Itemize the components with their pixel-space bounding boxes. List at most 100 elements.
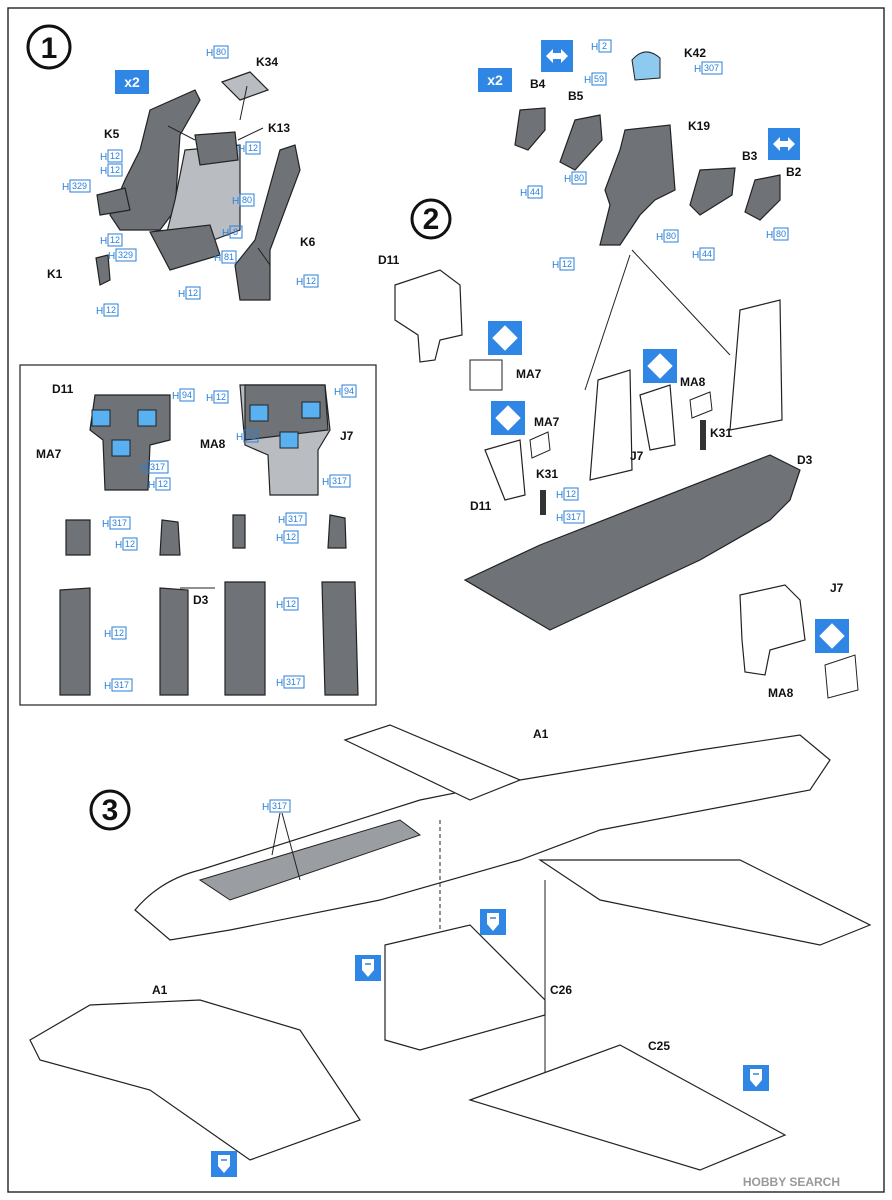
svg-text:H: H bbox=[322, 477, 329, 488]
instrument-blue-5 bbox=[301, 401, 321, 419]
svg-text:2: 2 bbox=[602, 41, 607, 51]
arm-b2 bbox=[744, 174, 781, 221]
svg-text:317: 317 bbox=[112, 518, 127, 528]
glue-icon-2 bbox=[354, 954, 382, 982]
instrument-blue-3 bbox=[111, 439, 131, 457]
label-ma8-mid: MA8 bbox=[680, 375, 706, 389]
svg-text:H: H bbox=[334, 387, 341, 398]
svg-text:H: H bbox=[108, 251, 115, 262]
label-ma7-mid: MA7 bbox=[534, 415, 560, 429]
svg-text:H: H bbox=[766, 230, 773, 241]
svg-text:94: 94 bbox=[344, 386, 354, 396]
decal-icon-ma8-mid bbox=[643, 349, 677, 383]
glue-icon-1 bbox=[479, 908, 507, 936]
label-k1: K1 bbox=[47, 267, 63, 281]
panel-j7-mid bbox=[639, 384, 676, 451]
leader-k5 bbox=[167, 125, 196, 141]
svg-text:94: 94 bbox=[182, 390, 192, 400]
canopy-sill bbox=[198, 819, 422, 901]
label-k6: K6 bbox=[300, 235, 316, 249]
label-b5: B5 bbox=[568, 89, 584, 103]
svg-text:12: 12 bbox=[306, 276, 316, 286]
seat-front bbox=[589, 369, 633, 481]
step-2-circle bbox=[410, 198, 452, 240]
console-right-2 bbox=[321, 581, 359, 696]
instrument-blue-2 bbox=[137, 409, 157, 427]
svg-text:H: H bbox=[206, 393, 213, 404]
arrow-to-front-seat bbox=[584, 254, 631, 391]
svg-text:12: 12 bbox=[248, 143, 258, 153]
inset-label-d3: D3 bbox=[193, 593, 209, 607]
multiplier-badge-1 bbox=[115, 70, 149, 94]
svg-text:12: 12 bbox=[188, 288, 198, 298]
svg-text:12: 12 bbox=[566, 489, 576, 499]
page-border bbox=[7, 7, 885, 1193]
seat-base bbox=[149, 224, 221, 271]
panel-d11-top bbox=[394, 269, 463, 363]
svg-text:H: H bbox=[276, 678, 283, 689]
svg-text:H: H bbox=[276, 533, 283, 544]
step-1-number: 1 bbox=[41, 32, 58, 65]
multiplier-badge-2 bbox=[478, 68, 512, 92]
small-panel-2 bbox=[159, 519, 181, 556]
label-k31-front: K31 bbox=[536, 467, 558, 481]
fuselage-a1 bbox=[134, 734, 831, 941]
svg-text:317: 317 bbox=[566, 512, 581, 522]
part-k1 bbox=[95, 254, 111, 286]
label-k34: K34 bbox=[256, 55, 278, 69]
svg-text:H: H bbox=[102, 519, 109, 530]
label-c25: C25 bbox=[648, 1039, 670, 1053]
svg-text:12: 12 bbox=[286, 532, 296, 542]
multiplier-label-1: x2 bbox=[124, 74, 140, 90]
svg-text:12: 12 bbox=[110, 165, 120, 175]
label-a1-main: A1 bbox=[533, 727, 549, 741]
svg-text:307: 307 bbox=[704, 63, 719, 73]
fuselage-detail-a1 bbox=[29, 999, 361, 1161]
svg-text:H: H bbox=[100, 152, 107, 163]
svg-text:317: 317 bbox=[332, 476, 347, 486]
seat-side-k6 bbox=[234, 144, 301, 301]
svg-text:H: H bbox=[564, 174, 571, 185]
svg-text:H: H bbox=[100, 236, 107, 247]
panel-j7-bottom bbox=[739, 584, 806, 676]
flip-icon-1 bbox=[541, 40, 573, 72]
leader-canopy-2 bbox=[281, 812, 301, 881]
svg-text:H: H bbox=[115, 540, 122, 551]
watermark: HOBBY SEARCH bbox=[743, 1175, 840, 1189]
leader-k6 bbox=[257, 247, 271, 266]
svg-text:H: H bbox=[148, 480, 155, 491]
label-b2: B2 bbox=[786, 165, 802, 179]
svg-text:317: 317 bbox=[288, 514, 303, 524]
svg-text:H: H bbox=[520, 188, 527, 199]
svg-text:80: 80 bbox=[216, 47, 226, 57]
console-left-2 bbox=[159, 587, 189, 696]
step-2-number: 2 bbox=[423, 203, 440, 236]
panel-j7-upper bbox=[244, 384, 329, 441]
decal-ma8-bottom bbox=[824, 654, 859, 699]
